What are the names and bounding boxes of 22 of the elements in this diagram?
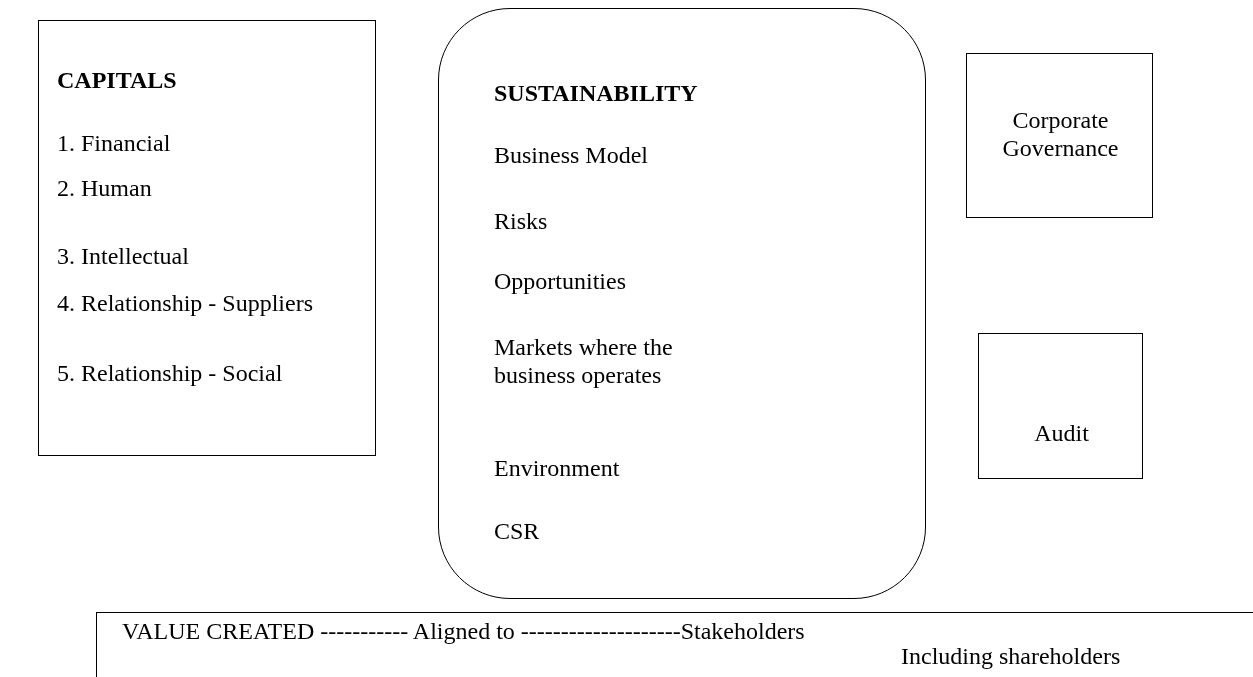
capitals-box <box>38 20 376 456</box>
box-text: VALUE CREATED ----------- Aligned to --------------------Stakeholders <box>122 617 806 645</box>
audit-box <box>978 333 1143 479</box>
box-text: Markets where the business operates <box>494 333 674 389</box>
sustainability-box <box>438 8 926 599</box>
governance-box <box>966 53 1153 218</box>
box-text: Risks <box>494 207 549 235</box>
box-text: 5. Relationship - Social <box>57 359 284 387</box>
box-heading: SUSTAINABILITY <box>494 79 699 107</box>
box-text: CSR <box>494 517 541 545</box>
box-text: Business Model <box>494 141 649 169</box>
box-text: 4. Relationship - Suppliers <box>57 289 314 317</box>
box-text: 3. Intellectual <box>57 242 190 270</box>
box-text: 1. Financial <box>57 129 172 157</box>
box-text: Corporate Governance <box>1001 106 1120 162</box>
box-text: Environment <box>494 454 621 482</box>
box-text: Including shareholders <box>901 642 1122 670</box>
box-text: 2. Human <box>57 174 153 202</box>
box-text: Opportunities <box>494 267 627 295</box>
box-heading: CAPITALS <box>57 66 178 94</box>
value-created-box <box>96 612 1253 677</box>
box-text: Audit <box>1033 419 1090 447</box>
